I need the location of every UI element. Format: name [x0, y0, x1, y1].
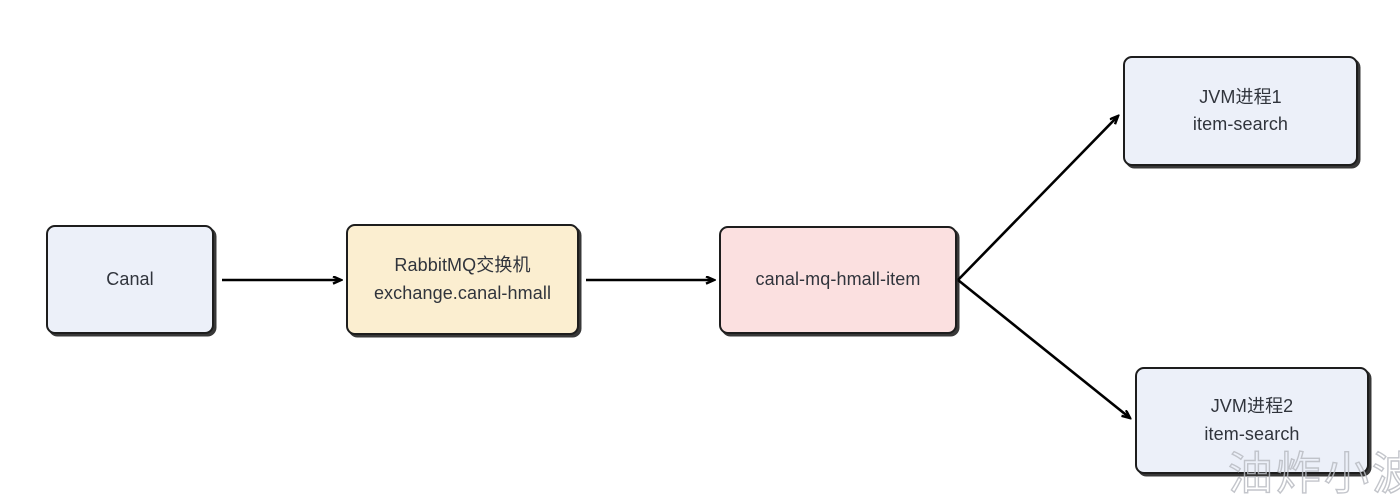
node-canal-line-1: Canal	[106, 268, 154, 289]
node-exchange-line-1: RabbitMQ交换机	[394, 255, 531, 276]
node-rabbitmq-exchange[interactable]: RabbitMQ交换机 exchange.canal-hmall	[346, 224, 579, 335]
edge-queue-to-jvm2	[957, 278, 1130, 418]
edge-queue-to-jvm1	[957, 116, 1118, 281]
node-canal[interactable]: Canal	[46, 225, 214, 334]
node-jvm2-line-2: item-search	[1204, 423, 1300, 444]
node-queue-canal-mq-hmall-item[interactable]: canal-mq-hmall-item	[719, 226, 957, 334]
node-jvm1-line-1: JVM进程1	[1199, 86, 1282, 107]
watermark: 油炸小波	[1227, 446, 1400, 499]
node-jvm-process-1[interactable]: JVM进程1 item-search	[1123, 56, 1358, 166]
node-jvm-process-2[interactable]: JVM进程2 item-search	[1135, 367, 1369, 474]
node-jvm1-line-2: item-search	[1192, 114, 1289, 134]
node-exchange-line-2: exchange.canal-hmall	[373, 282, 552, 303]
node-jvm2-line-1: JVM进程2	[1210, 396, 1294, 417]
node-queue-line-1: canal-mq-hmall-item	[755, 269, 921, 290]
